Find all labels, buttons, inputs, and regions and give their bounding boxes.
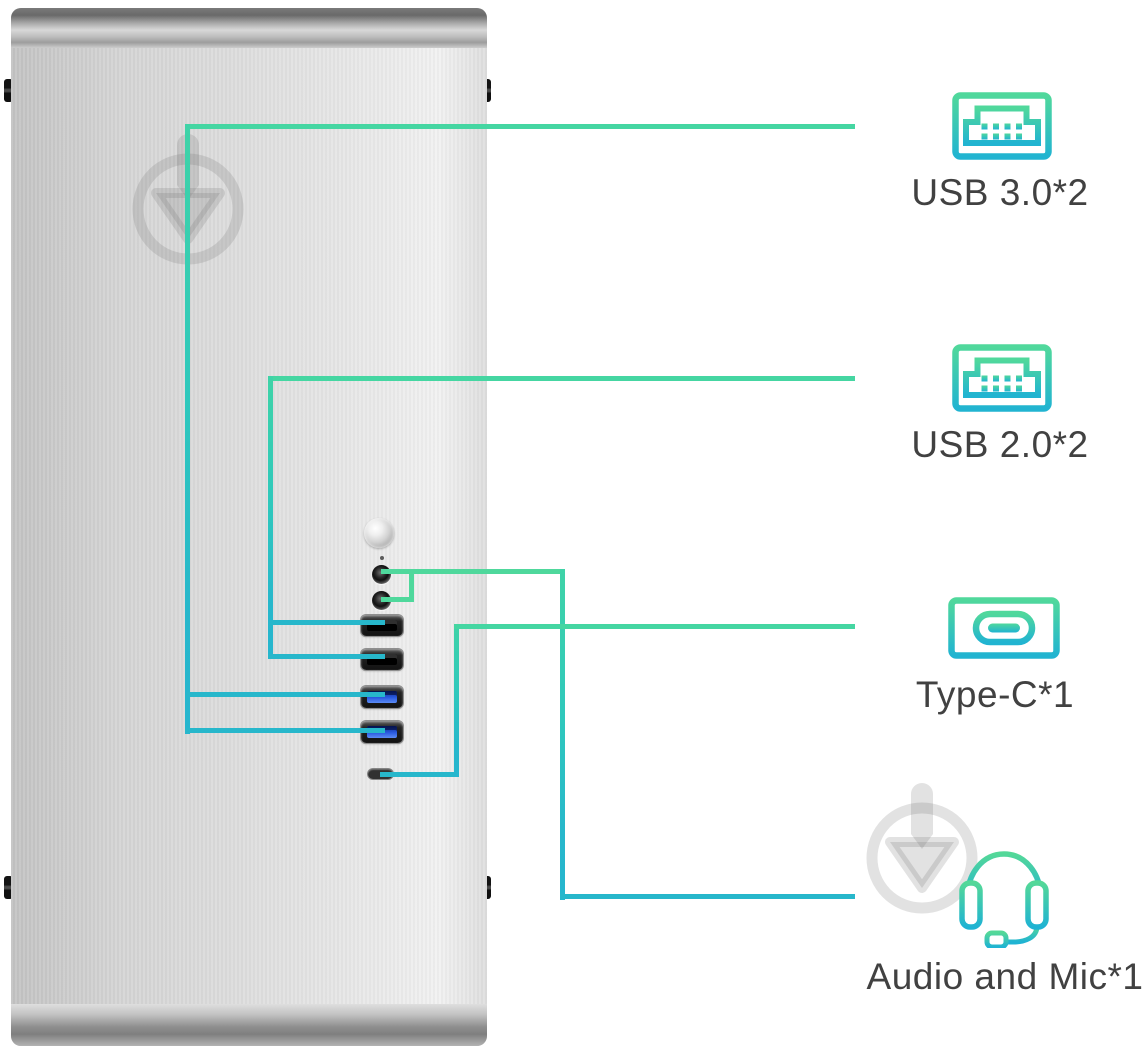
case-clip-top-left	[4, 79, 13, 102]
audio-callout-riser	[409, 569, 414, 602]
usb3-port-1	[361, 686, 403, 708]
usb3-callout-branch-2	[185, 728, 385, 733]
label-usb3: USB 3.0*2	[911, 172, 1089, 213]
audio-callout-line-vertical	[560, 569, 565, 900]
down-arrow-circle-watermark	[866, 783, 978, 914]
usb2-callout-line-vertical	[268, 376, 273, 659]
usb2-callout-branch-1	[270, 620, 385, 625]
type-c-port-icon	[948, 597, 1060, 659]
typec-callout-line-vertical	[454, 624, 459, 777]
pc-case	[11, 8, 487, 1046]
usb-a-port-icon	[952, 92, 1052, 160]
usb-a-port-icon	[952, 344, 1052, 412]
case-clip-bottom-left	[4, 876, 13, 899]
usb3-callout-line-vertical	[185, 124, 190, 734]
usb2-port-1	[361, 615, 403, 636]
usb3-callout-line-top	[185, 124, 855, 129]
usb2-callout-branch-2	[268, 654, 385, 659]
headset-icon	[959, 851, 1049, 948]
power-led	[380, 556, 384, 560]
typec-callout-line-top	[454, 624, 855, 629]
label-typec: Type-C*1	[915, 674, 1075, 715]
label-usb2: USB 2.0*2	[911, 424, 1089, 465]
label-audio: Audio and Mic*1	[866, 956, 1144, 997]
audio-callout-stub-1	[381, 569, 562, 574]
usb2-callout-line-top	[268, 376, 855, 381]
audio-callout-line-bottom	[560, 894, 855, 899]
usb2-port-2	[361, 649, 403, 670]
typec-callout-stub	[380, 772, 459, 777]
audio-callout-stub-2	[381, 597, 414, 602]
audio-jack-1	[372, 565, 391, 584]
power-button	[364, 518, 394, 548]
usb3-callout-branch-1	[187, 692, 385, 697]
